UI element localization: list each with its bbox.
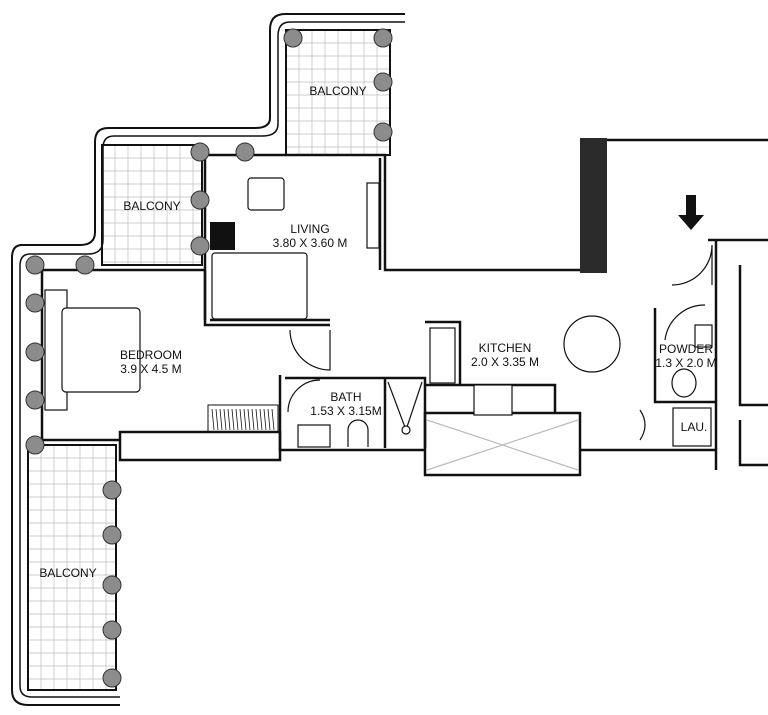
room-size: 1.3 X 2.0 M: [655, 356, 717, 370]
door-swings: [287, 244, 713, 441]
plant: [373, 122, 393, 142]
balcony-bottom-label: BALCONY: [39, 566, 96, 580]
hanger: [231, 408, 235, 431]
sofa: [211, 252, 308, 320]
hanger: [259, 408, 263, 431]
plant: [102, 525, 122, 545]
plant: [102, 480, 122, 500]
plant: [75, 255, 95, 275]
balcony-left-label: BALCONY: [123, 199, 180, 213]
room-size: 3.80 X 3.60 M: [272, 236, 348, 250]
hanger: [235, 408, 239, 431]
plant: [25, 255, 45, 275]
hanger: [263, 408, 267, 431]
room-name: BALCONY: [123, 199, 181, 213]
dining-table: [563, 315, 621, 373]
hanger: [227, 408, 231, 431]
hanger: [219, 408, 223, 431]
balcony-top-label: BALCONY: [309, 84, 366, 98]
room-name: POWDER: [659, 342, 713, 356]
tv-unit: [210, 222, 235, 250]
plant: [25, 435, 45, 455]
plant: [102, 575, 122, 595]
hanger: [255, 408, 259, 431]
hanger: [239, 408, 243, 431]
hanger: [223, 408, 227, 431]
hanger: [215, 408, 219, 431]
hanger: [251, 408, 255, 431]
hanger: [243, 408, 247, 431]
room-name: BEDROOM: [119, 348, 183, 362]
cooktop: [473, 384, 513, 416]
powder-toilet: [671, 368, 697, 398]
balcony-bottom: [27, 444, 117, 691]
furniture: [44, 177, 713, 471]
plant: [190, 190, 210, 210]
plant: [102, 620, 122, 640]
plant: [235, 142, 255, 162]
hanger: [267, 408, 271, 431]
room-size: 3.9 X 4.5 M: [120, 362, 182, 376]
room-size: 1.53 X 3.15M: [310, 404, 382, 418]
plant: [190, 142, 210, 162]
plant: [25, 342, 45, 362]
room-name: KITCHEN: [478, 341, 532, 355]
laundry-label: LAU.: [681, 420, 708, 434]
toilet: [347, 419, 369, 447]
room-name: LAU.: [680, 420, 708, 434]
shower: [387, 381, 423, 432]
planters: [25, 28, 393, 688]
plant: [373, 72, 393, 92]
room-size: 2.0 X 3.35 M: [470, 355, 540, 369]
room-name: LIVING: [290, 222, 330, 236]
plant: [25, 293, 45, 313]
room-name: BALCONY: [39, 566, 97, 580]
room-name: BATH: [330, 390, 362, 404]
hanger: [271, 408, 275, 431]
structural-column: [580, 138, 607, 273]
plant: [373, 28, 393, 48]
armchair: [247, 177, 285, 211]
wardrobe: [207, 404, 279, 433]
outer-parapet: [11, 13, 405, 706]
plant: [190, 236, 210, 256]
room-name: BALCONY: [309, 84, 367, 98]
plant: [25, 390, 45, 410]
hanger: [211, 408, 215, 431]
hanger: [247, 408, 251, 431]
plant: [283, 28, 303, 48]
wardrobe-hangers: [211, 408, 275, 431]
plant: [102, 668, 122, 688]
vanity: [297, 424, 331, 448]
sink: [429, 327, 456, 384]
arrow-down-icon: [678, 195, 704, 230]
